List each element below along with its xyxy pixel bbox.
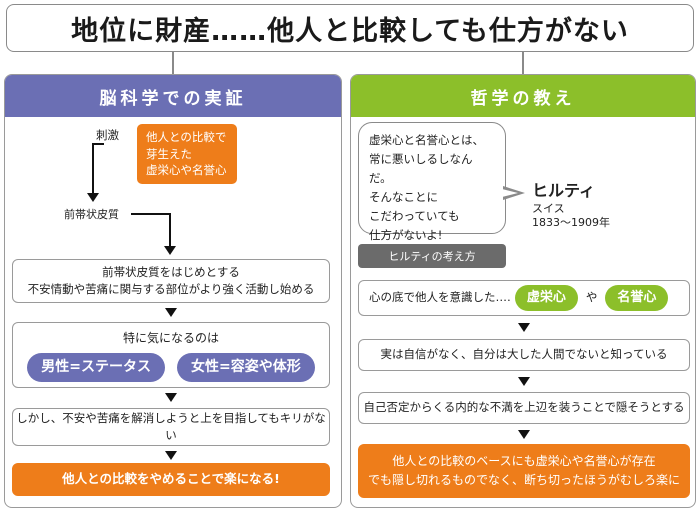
person-years: 1833〜1909年 (532, 216, 610, 230)
left-step-2: 特に気になるのは 男性=ステータス 女性=容姿や体形 (12, 322, 330, 388)
female-appearance-pill: 女性=容姿や体形 (177, 353, 315, 382)
right-arrow-2 (518, 377, 530, 386)
left-arrow-2 (165, 393, 177, 402)
stimulus-line-2: 芽生えた (146, 146, 192, 161)
right-step-2-text: 実は自信がなく、自分は大した人間でないと知っている (380, 347, 668, 362)
right-conclusion-line-1: 他人との比較のベースにも虚栄心や名誉心が存在 (392, 454, 656, 469)
region-arrow (164, 246, 176, 255)
left-arrow-1 (165, 308, 177, 317)
connector-ya: や (585, 290, 598, 305)
honor-pill: 名誉心 (605, 285, 669, 311)
stimulus-arrow (87, 193, 99, 202)
person-info: ヒルティ スイス 1833〜1909年 (532, 180, 610, 231)
left-conclusion: 他人との比較をやめることで楽になる! (12, 463, 330, 496)
stimulus-line-horizontal (92, 143, 104, 145)
left-step-1: 前帯状皮質をはじめとする 不安情動や苦痛に関与する部位がより強く活動し始める (12, 259, 330, 303)
region-label: 前帯状皮質 (64, 208, 119, 221)
right-arrow-3 (518, 430, 530, 439)
male-status-pill: 男性=ステータス (27, 353, 165, 382)
quote-bubble: 虚栄心と名誉心とは、 常に悪いしるしなんだ。 そんなことに こだわっていても 仕… (358, 122, 506, 242)
left-conclusion-text: 他人との比較をやめることで楽になる! (62, 471, 280, 487)
left-step-3-text: しかし、不安や苦痛を解消しようと上を目指してもキリがない (16, 410, 326, 442)
right-conclusion-line-2: でも隠し切れるものでなく、断ち切ったほうがむしろ楽に (367, 473, 680, 487)
region-line-horizontal (131, 213, 171, 215)
region-line-vertical (169, 213, 171, 247)
right-conclusion: 他人との比較のベースにも虚栄心や名誉心が存在 でも隠し切れるものでなく、断ち切っ… (358, 444, 690, 498)
page-title: 地位に財産……他人と比較しても仕方がない (6, 4, 694, 52)
stimulus-line-3: 虚栄心や名誉心 (146, 163, 227, 178)
quote-line-5: 仕方がないよ! (369, 227, 443, 242)
left-step-1-line-1: 前帯状皮質をはじめとする (102, 264, 240, 279)
right-step-3-text: 自己否定からくる内的な不満を上辺を装うことで隠そうとする (363, 400, 685, 415)
philosophy-header: 哲学の教え (351, 75, 695, 117)
left-arrow-3 (165, 451, 177, 460)
title-connector-left (172, 52, 174, 74)
stimulus-box: 他人との比較で 芽生えた 虚栄心や名誉心 (137, 124, 237, 184)
left-step-1-line-2: 不安情動や苦痛に関与する部位がより強く活動し始める (27, 282, 315, 296)
stimulus-line-1: 他人との比較で (146, 129, 227, 144)
quote-line-2: 常に悪いしるしなんだ。 (369, 151, 473, 185)
approach-tag: ヒルティの考え方 (358, 244, 506, 268)
title-connector-right (522, 52, 524, 74)
right-step-3: 自己否定からくる内的な不満を上辺を装うことで隠そうとする (358, 392, 690, 424)
right-step-2: 実は自信がなく、自分は大した人間でないと知っている (358, 339, 690, 371)
left-step-2-title: 特に気になるのは (122, 331, 219, 345)
neuroscience-header: 脳科学での実証 (5, 75, 341, 117)
person-name: ヒルティ (532, 181, 596, 200)
vanity-pill: 虚栄心 (514, 285, 578, 311)
quote-bubble-tail-fill (502, 189, 518, 197)
stimulus-line-vertical (92, 143, 94, 195)
right-step-1-text: 心の底で他人を意識した‥‥ (369, 290, 511, 305)
left-step-3: しかし、不安や苦痛を解消しようと上を目指してもキリがない (12, 408, 330, 446)
quote-line-1: 虚栄心と名誉心とは、 (369, 133, 484, 147)
stimulus-label: 刺激 (96, 128, 119, 142)
right-arrow-1 (518, 323, 530, 332)
quote-line-4: こだわっていても (369, 208, 460, 223)
quote-line-3: そんなことに (369, 189, 438, 204)
person-country: スイス (532, 201, 565, 215)
right-step-1: 心の底で他人を意識した‥‥ 虚栄心 や 名誉心 (358, 280, 690, 316)
